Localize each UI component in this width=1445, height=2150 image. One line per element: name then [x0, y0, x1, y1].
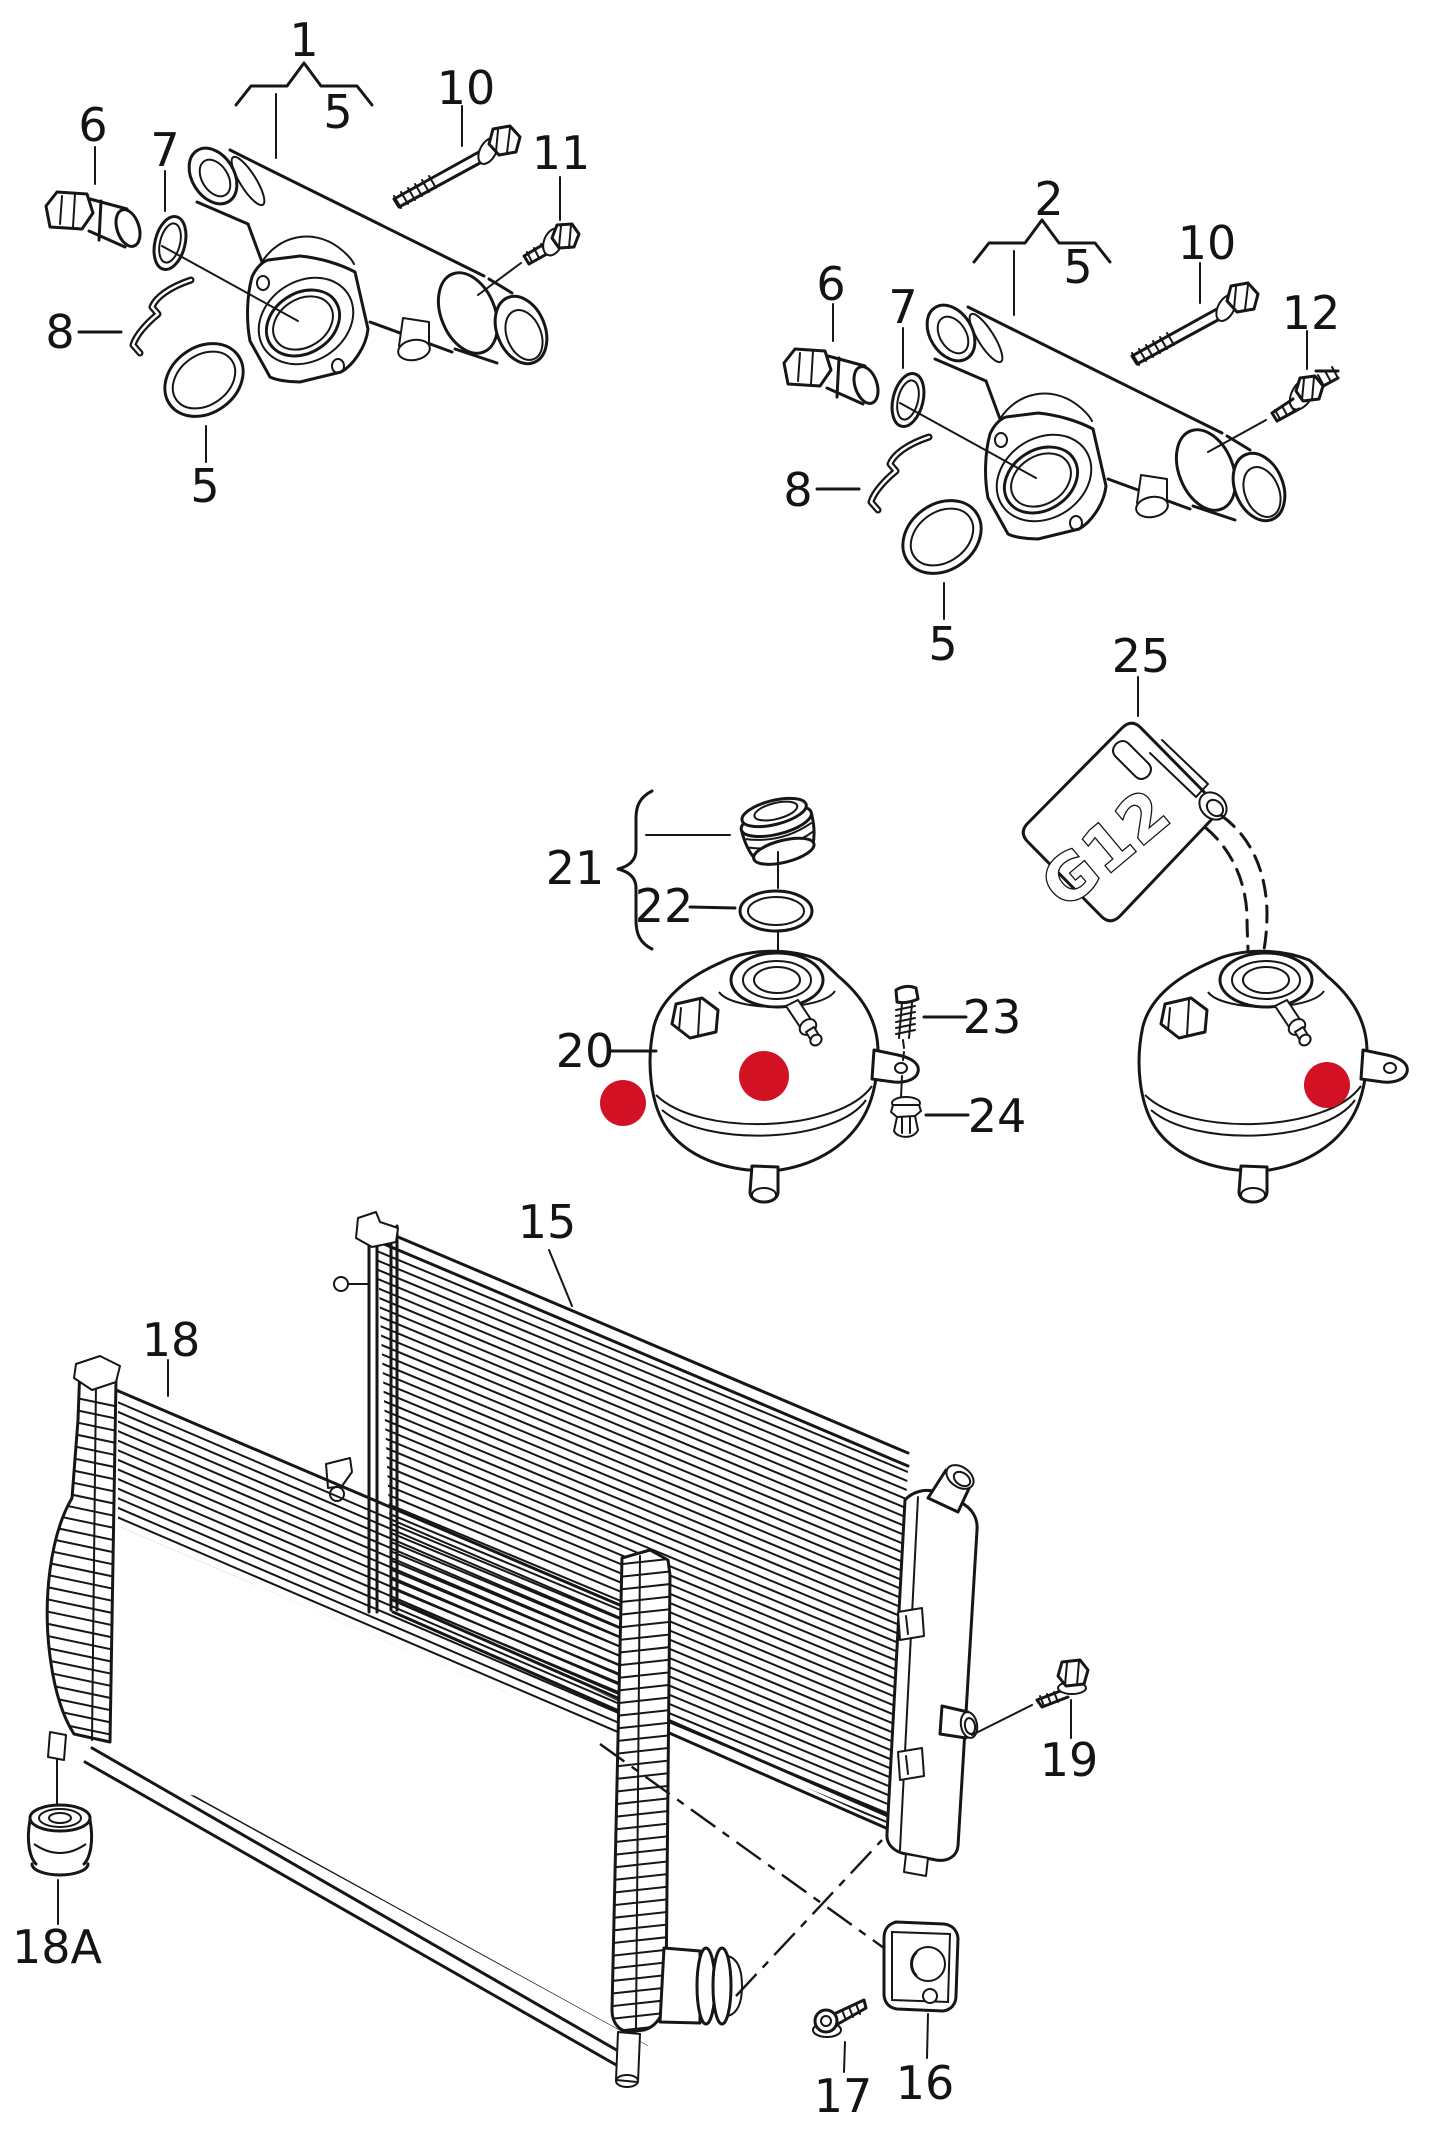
coolant-refill-group: G12 25 [1021, 629, 1409, 1204]
callout-10-left: 10 [437, 61, 496, 115]
radiator-main: 15 19 [325, 1195, 1099, 1877]
expansion-tank-right [1137, 949, 1409, 1204]
callout-7-left: 7 [150, 123, 179, 177]
callout-18a: 18A [12, 1920, 103, 1974]
radiator-mounting-bar [325, 1211, 399, 1614]
bolt-12 [1207, 330, 1340, 453]
radiator-end-tank [885, 1464, 979, 1877]
tank-cap [739, 796, 816, 866]
callout-22: 22 [635, 879, 694, 933]
coolant-bottle: G12 [1021, 721, 1228, 923]
callout-25: 25 [1112, 629, 1171, 683]
callout-23: 23 [963, 990, 1022, 1044]
thermostat-housing-assembly-left: 1 5 10 11 6 7 8 5 [45, 13, 590, 513]
intercooler-left-tank [45, 1355, 121, 1813]
callout-5-left-bracket: 5 [323, 85, 352, 139]
expanding-clip-24 [890, 1096, 922, 1138]
bolt-19 [971, 1658, 1090, 1739]
radiator-secondary: 18 18A 17 16 [12, 1313, 960, 2123]
callout-2: 2 [1034, 172, 1063, 226]
callout-18: 18 [142, 1313, 201, 1367]
callout-20: 20 [556, 1024, 615, 1078]
callout-17: 17 [814, 2069, 873, 2123]
marker-dot-left [600, 1080, 646, 1126]
callout-16: 16 [896, 2056, 955, 2110]
callout-24: 24 [968, 1089, 1027, 1143]
callout-8-left: 8 [45, 305, 74, 359]
bolt-11 [477, 176, 581, 296]
marker-dot-center [739, 1051, 789, 1101]
thermostat-housing-assembly-right: 2 5 10 12 6 7 8 5 [783, 172, 1340, 671]
position-markers [600, 1051, 1350, 1126]
screw-17 [812, 1998, 868, 2073]
callout-12: 12 [1282, 286, 1341, 340]
marker-dot-right [1304, 1062, 1350, 1108]
callout-6-left: 6 [78, 98, 107, 152]
rubber-grommet [26, 1803, 94, 1925]
callout-1: 1 [289, 13, 318, 67]
callout-21: 21 [546, 841, 605, 895]
callout-5-right-bracket: 5 [1063, 240, 1092, 294]
callout-10-right: 10 [1178, 216, 1237, 270]
callout-5-left-gasket: 5 [190, 459, 219, 513]
mounting-bracket-16 [882, 1920, 960, 2059]
screw-23 [894, 984, 920, 1098]
callout-5-right-gasket: 5 [928, 617, 957, 671]
expansion-tank-assembly: 21 22 20 23 24 [546, 789, 1027, 1204]
intercooler-right-tank [610, 1548, 743, 2088]
callout-8-right: 8 [783, 463, 812, 517]
callout-7-right: 7 [888, 280, 917, 334]
callout-6-right: 6 [816, 257, 845, 311]
callout-15: 15 [518, 1195, 577, 1249]
callout-11: 11 [532, 126, 591, 180]
callout-19: 19 [1040, 1733, 1099, 1787]
